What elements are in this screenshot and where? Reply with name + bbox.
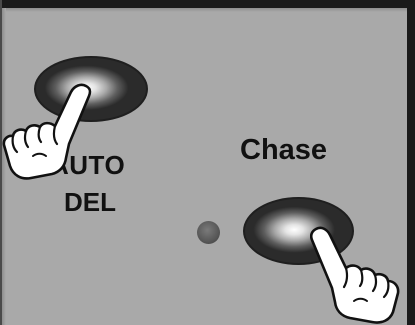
chase-button[interactable] (243, 197, 354, 265)
panel-border-right (407, 0, 415, 325)
panel-border-top (0, 0, 415, 8)
auto-del-label-line1: AUTO (50, 150, 126, 180)
panel-inner-shadow-top (2, 8, 407, 12)
panel-inner-shadow-left (2, 8, 6, 325)
chase-led-indicator (197, 221, 220, 244)
panel-border-left (0, 0, 2, 325)
auto-del-label-line2: DEL (64, 187, 116, 217)
chase-label: Chase (240, 134, 328, 166)
auto-del-button[interactable] (34, 56, 148, 122)
